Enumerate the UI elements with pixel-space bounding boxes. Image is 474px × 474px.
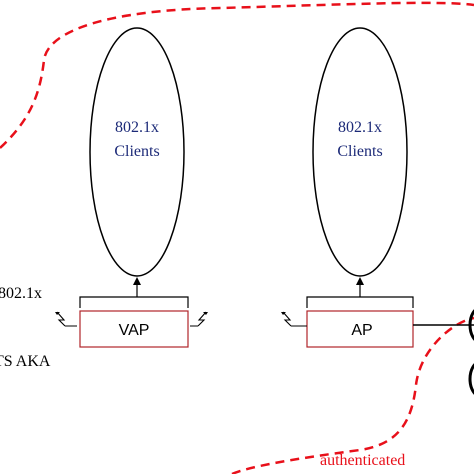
right-arrow-head bbox=[356, 277, 364, 285]
antenna-icon bbox=[190, 311, 208, 327]
left-client-group: 802.1x Clients VAP bbox=[55, 27, 208, 348]
authenticated-boundary-lower bbox=[231, 316, 474, 474]
ap-box[interactable] bbox=[306, 310, 414, 348]
antenna-icon bbox=[281, 311, 307, 327]
left-clients-label-line2: Clients bbox=[114, 143, 159, 160]
vap-box-label: VAP bbox=[119, 322, 150, 339]
authenticated-label: authenticated bbox=[320, 452, 405, 469]
protocol-label-top: 802.1x bbox=[0, 285, 42, 302]
left-clients-ellipse bbox=[89, 27, 185, 277]
left-bracket bbox=[79, 296, 189, 308]
right-clients-label-line2: Clients bbox=[337, 143, 382, 160]
right-client-group: 802.1x Clients AP bbox=[281, 27, 474, 395]
vap-box[interactable] bbox=[79, 310, 189, 348]
left-clients-label-line1: 802.1x bbox=[115, 119, 159, 136]
router-shape-bottom bbox=[468, 363, 474, 395]
protocol-label-bottom: TS AKA bbox=[0, 353, 51, 370]
left-arrow-head bbox=[133, 277, 141, 285]
router-shape-top bbox=[468, 309, 474, 341]
right-bracket bbox=[306, 296, 414, 308]
authenticated-boundary bbox=[0, 1, 474, 149]
ap-box-label: AP bbox=[351, 322, 372, 339]
antenna-icon bbox=[55, 311, 77, 327]
right-clients-ellipse bbox=[312, 27, 408, 277]
right-clients-label-line1: 802.1x bbox=[338, 119, 382, 136]
